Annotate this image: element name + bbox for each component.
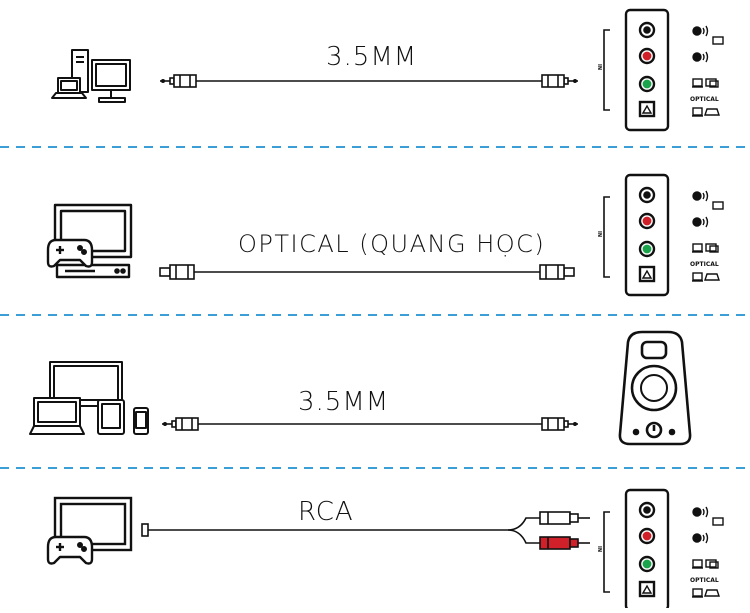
cable-35mm-1 [159, 74, 579, 88]
gamepad-icon [46, 535, 94, 565]
optical-label: OPTICAL [690, 96, 719, 103]
cable-optical [159, 264, 575, 280]
bracket-icon [603, 29, 611, 111]
optical-label: OPTICAL [690, 577, 719, 584]
speaker-panel-icon [624, 173, 670, 297]
optical-label: OPTICAL [690, 261, 719, 268]
bracket-label: IN [596, 545, 603, 553]
cable-35mm-2 [161, 417, 579, 431]
cable-label: 3.5MM [326, 42, 418, 72]
speaker-panel-icon [624, 8, 670, 132]
row-2 [46, 173, 724, 297]
bracket-label: IN [596, 63, 603, 71]
cable-label: RCA [298, 497, 354, 527]
section-dividers [0, 146, 750, 469]
cable-label: OPTICAL (QUANG HỌC) [238, 230, 546, 258]
bracket-icon [603, 511, 611, 593]
row-3 [29, 330, 692, 446]
bracket-icon [603, 196, 611, 278]
speaker-icon [618, 330, 692, 446]
cable-label: 3.5MM [298, 387, 390, 417]
computer-icon [51, 49, 131, 103]
cable-rca [141, 511, 590, 550]
bracket-label: IN [596, 230, 603, 238]
devices-icon [29, 361, 149, 435]
gamepad-icon [46, 238, 94, 268]
row-4 [46, 488, 724, 612]
speaker-panel-icon [624, 488, 670, 612]
row-1 [51, 8, 724, 132]
